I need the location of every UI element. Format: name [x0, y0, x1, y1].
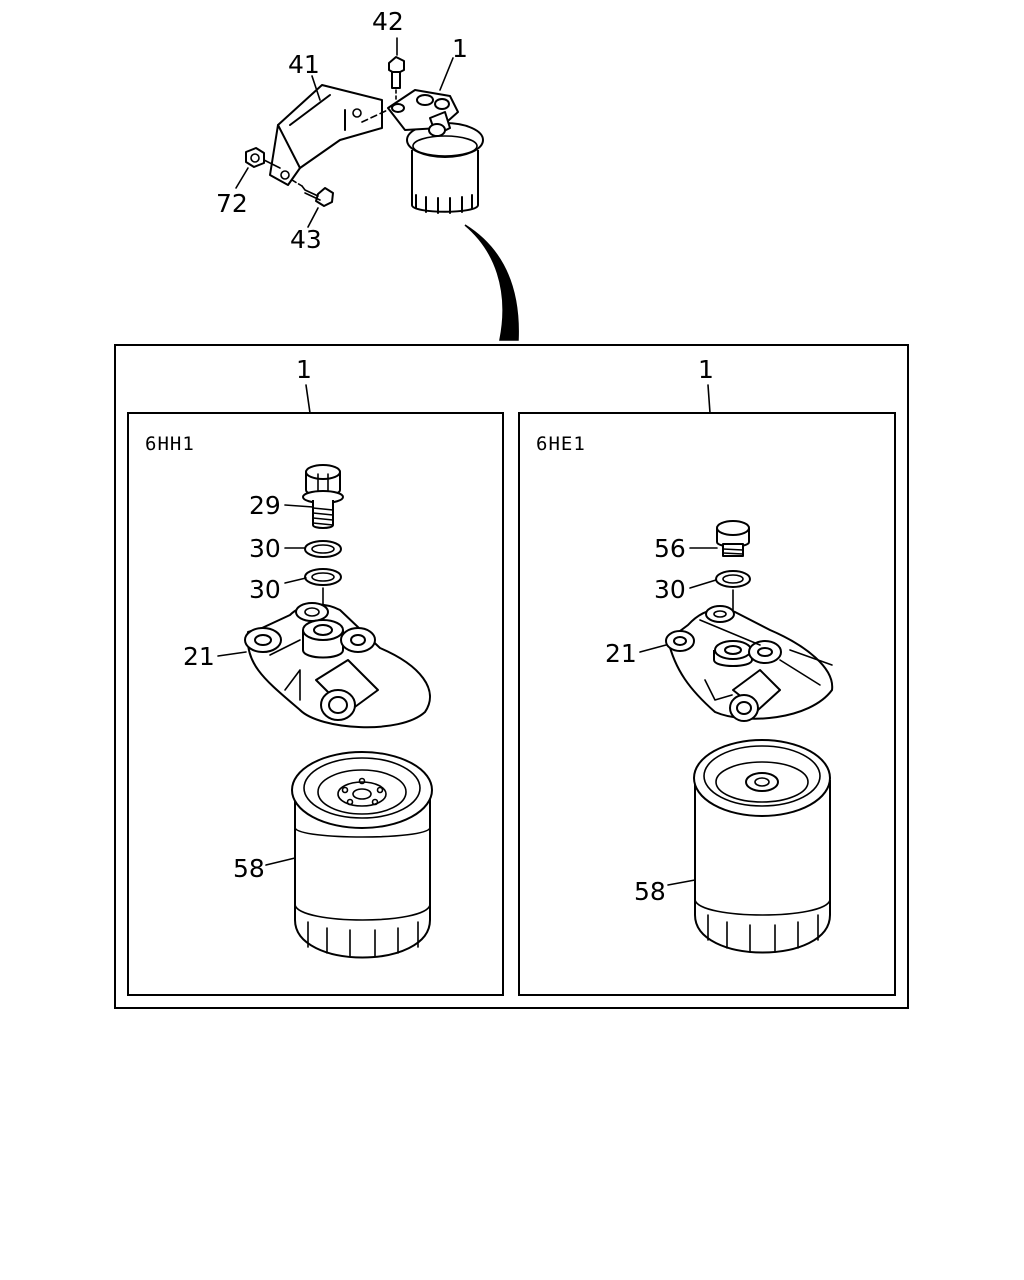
filter-canister-58-left [291, 751, 433, 959]
callout-1: 1 [452, 34, 468, 63]
panel-ref-right: 1 [698, 355, 714, 384]
panel-ref-left: 1 [296, 355, 312, 384]
nut-72 [245, 147, 281, 169]
detail-frame [114, 344, 909, 1009]
detail-arrow [464, 224, 519, 341]
panel-6he1: 1 6HE1 [518, 355, 896, 996]
bracket-41 [269, 84, 383, 186]
callout-72: 72 [216, 189, 248, 218]
callout-43: 43 [290, 225, 322, 254]
filter-assembly-1 [387, 89, 484, 214]
plug-56 [716, 520, 750, 557]
callout-29: 29 [249, 491, 281, 520]
filter-head-21-left [244, 602, 431, 729]
bolt-42 [361, 56, 405, 123]
callout-21-right: 21 [605, 639, 637, 668]
panel-frame-right [518, 412, 896, 996]
callout-58-right: 58 [634, 877, 666, 906]
callout-30-lower: 30 [249, 575, 281, 604]
bolt-29 [302, 464, 344, 529]
callout-41: 41 [288, 50, 320, 79]
callout-42: 42 [372, 7, 404, 36]
panel-6hh1: 1 6HH1 [127, 355, 504, 996]
variant-label-6he1: 6HE1 [536, 433, 586, 455]
overview-assembly: 42 1 41 72 43 [216, 7, 519, 341]
callout-30-right: 30 [654, 575, 686, 604]
filter-head-21-right [665, 605, 834, 722]
filter-canister-58-right [693, 739, 831, 954]
bolt-43 [291, 179, 334, 207]
variant-label-6hh1: 6HH1 [145, 433, 195, 455]
callout-58-left: 58 [233, 854, 265, 883]
callout-56: 56 [654, 534, 686, 563]
callout-21-left: 21 [183, 642, 215, 671]
callout-30-upper: 30 [249, 534, 281, 563]
panel-frame-left [127, 412, 504, 996]
